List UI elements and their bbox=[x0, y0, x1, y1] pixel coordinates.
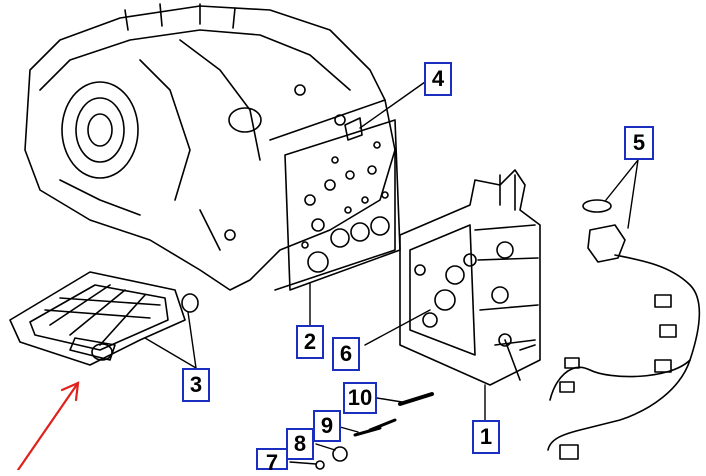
filter bbox=[9, 271, 186, 366]
valve-body bbox=[399, 169, 541, 386]
callout-8: 8 bbox=[286, 428, 314, 460]
callout-9: 9 bbox=[313, 410, 341, 442]
dipstick-tube bbox=[398, 392, 434, 406]
callout-1: 1 bbox=[472, 420, 500, 454]
callout-4: 4 bbox=[424, 62, 452, 96]
separator-plate bbox=[284, 119, 401, 291]
callout-7: 7 bbox=[256, 448, 288, 475]
annotation-arrow bbox=[16, 381, 80, 470]
callout-3: 3 bbox=[182, 368, 210, 402]
drain-plug bbox=[315, 460, 325, 470]
washer bbox=[332, 446, 348, 462]
retaining-clip bbox=[344, 117, 363, 141]
o-ring bbox=[181, 293, 199, 313]
plug-assembly bbox=[353, 418, 397, 437]
callout-6: 6 bbox=[332, 337, 360, 371]
transmission-housing bbox=[24, 3, 396, 291]
callout-2: 2 bbox=[296, 325, 324, 359]
callout-5: 5 bbox=[624, 126, 654, 160]
callout-10: 10 bbox=[343, 382, 377, 414]
leader-lines bbox=[144, 81, 639, 465]
wiring-harness bbox=[547, 199, 701, 460]
